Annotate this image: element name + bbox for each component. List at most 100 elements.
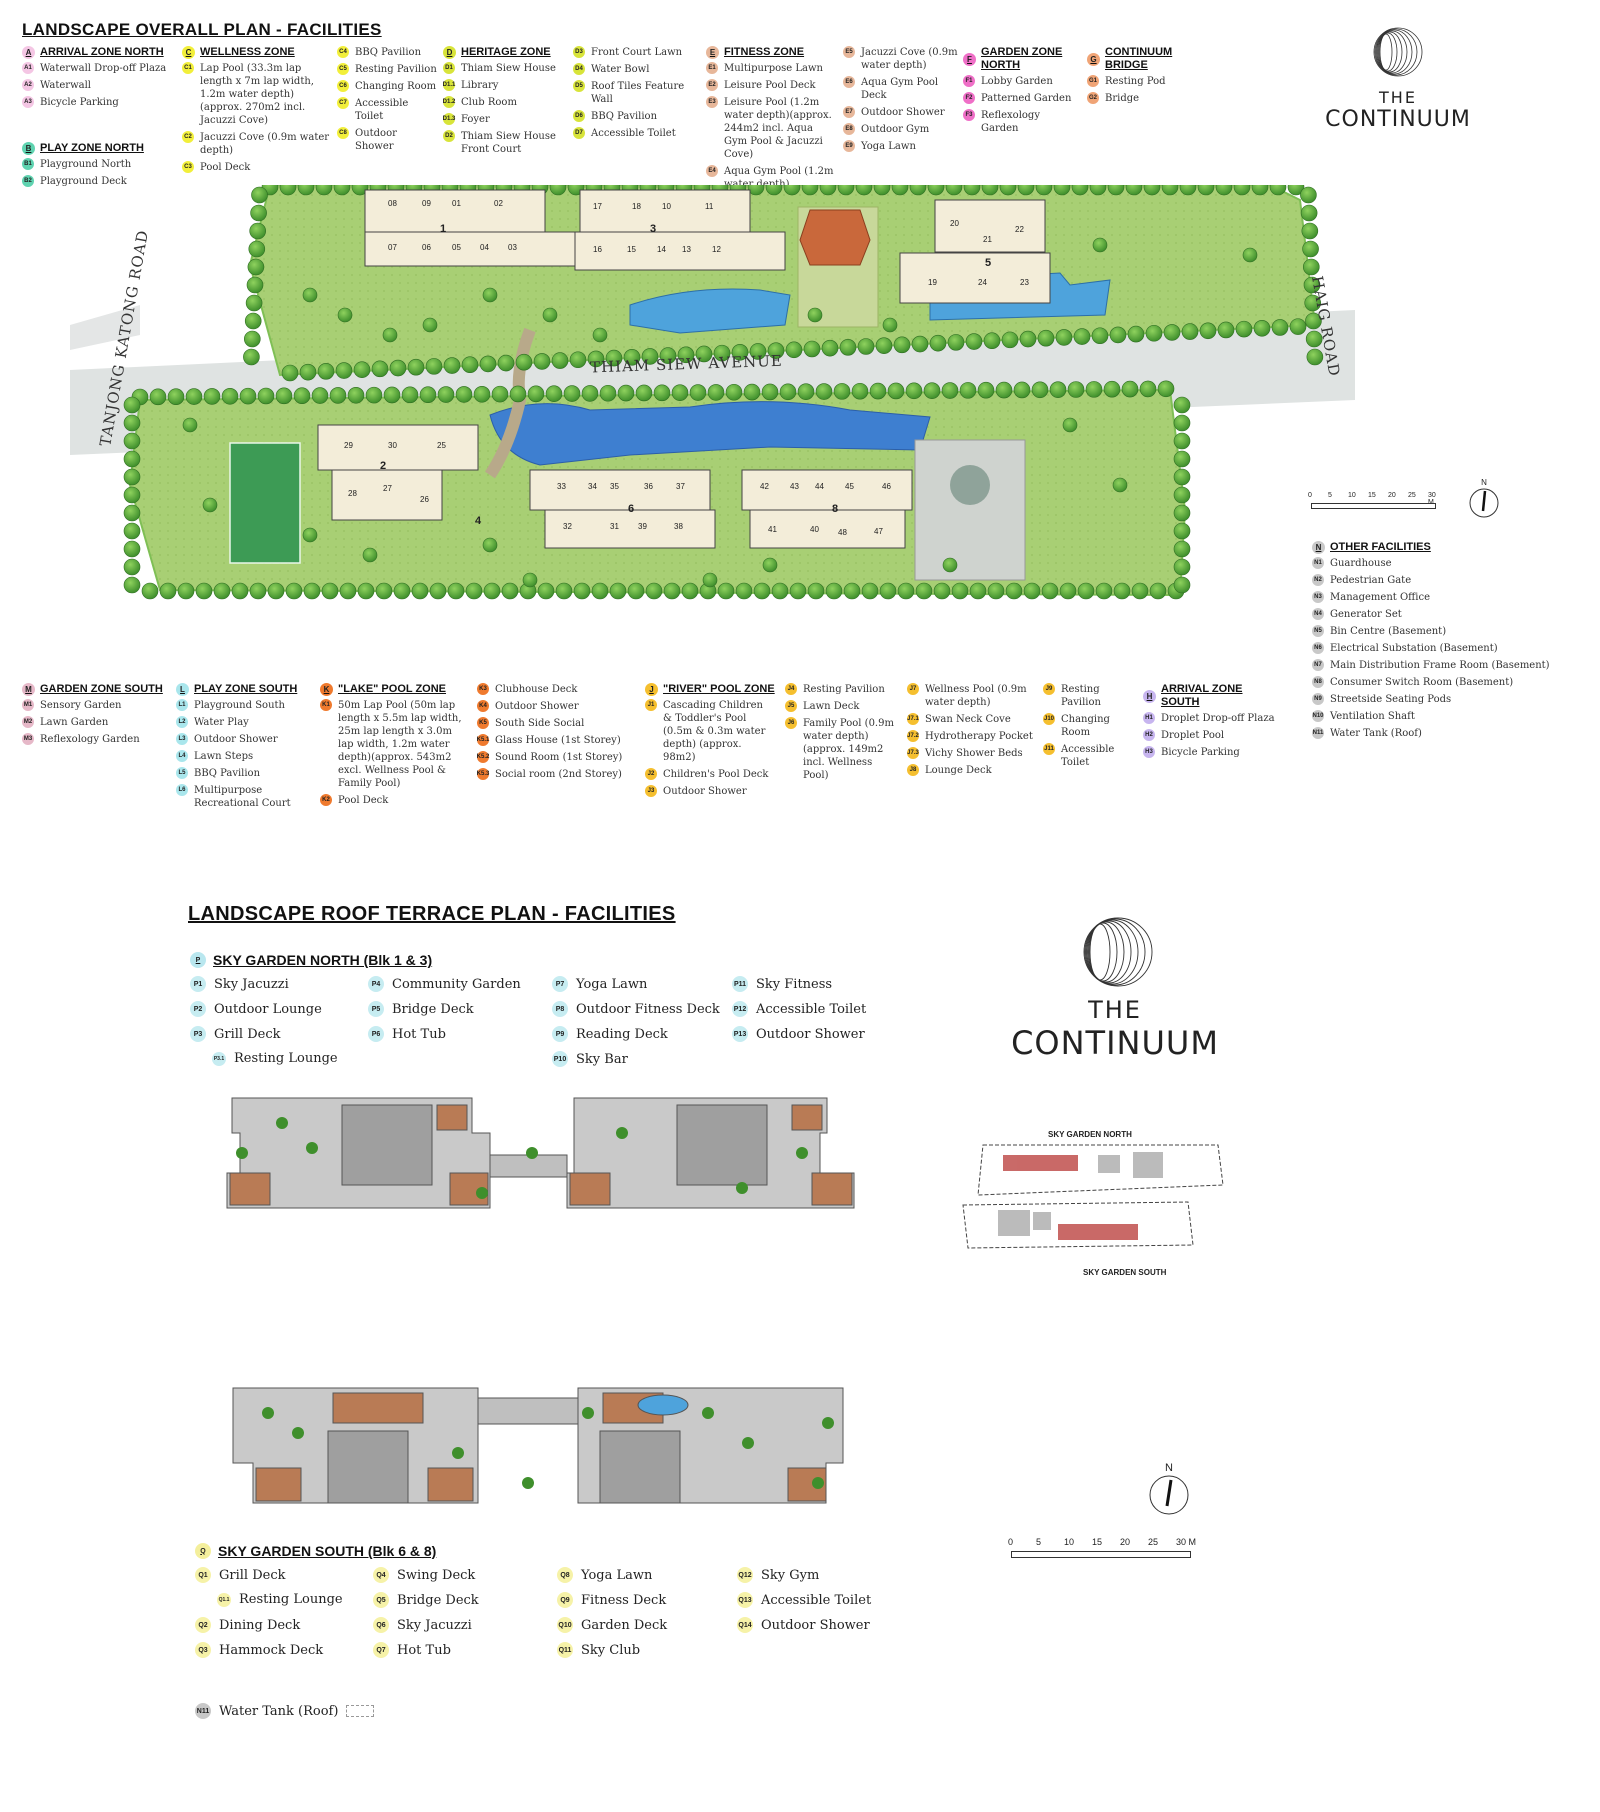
legend-label: Changing Room	[1061, 714, 1110, 738]
legend-label: Sound Room (1st Storey)	[495, 752, 623, 763]
scale-tick-label: 0	[1008, 1537, 1014, 1547]
sky-garden-south-title: SKY GARDEN SOUTH (Blk 6 & 8)	[218, 1543, 437, 1559]
roof-plan-south	[228, 1383, 848, 1511]
badge-c3: C3	[182, 161, 194, 173]
legend-label: Leisure Pool (1.2m water depth)(approx. …	[724, 97, 832, 160]
roof-item-label: Sky Bar	[576, 1051, 628, 1067]
badge-p11: P11	[732, 976, 748, 992]
zone-title: "LAKE" POOL ZONE	[338, 683, 447, 695]
brand-the: THE	[1379, 88, 1417, 107]
roof-item-label: Fitness Deck	[581, 1592, 667, 1608]
water-tank-legend: N11 Water Tank (Roof)	[195, 1703, 395, 1723]
sky-garden-north-title: SKY GARDEN NORTH (Blk 1 & 3)	[213, 952, 433, 968]
legend-label: Roof Tiles Feature Wall	[591, 81, 685, 105]
scale-tick-label: 10	[1064, 1537, 1075, 1547]
badge-k5: K5	[477, 717, 489, 729]
zone-badge-l: L	[176, 683, 189, 696]
legend-label: Reflexology Garden	[40, 734, 140, 745]
legend-label: Yoga Lawn	[861, 141, 916, 152]
unit-39: 39	[638, 522, 647, 531]
badge-d1: D1	[443, 62, 455, 74]
badge-p5: P5	[368, 1001, 384, 1017]
badge-j7-2: J7.2	[907, 730, 919, 742]
badge-c2: C2	[182, 131, 194, 143]
badge-m2: M2	[22, 716, 34, 728]
badge-l4: L4	[176, 750, 188, 762]
unit-33: 33	[557, 482, 566, 491]
unit-38: 38	[674, 522, 683, 531]
legend-label: BBQ Pavilion	[591, 111, 658, 122]
block-8-label: 8	[832, 503, 839, 515]
legend-item-e5: E5 Jacuzzi Cove (0.9m water depth)	[843, 46, 958, 72]
roof-item-label: Hot Tub	[392, 1026, 446, 1042]
scale-tick-label: 0	[1308, 492, 1312, 499]
roof-item-label: Yoga Lawn	[576, 976, 648, 992]
legend-label: Waterwall Drop-off Plaza	[40, 63, 167, 74]
legend-label: Jacuzzi Cove (0.9m water depth)	[861, 47, 958, 71]
zone-badge-j: J	[645, 683, 658, 696]
unit-31: 31	[610, 522, 619, 531]
legend-label: Children's Pool Deck	[663, 769, 769, 780]
legend-label: Thiam Siew House Front Court	[461, 131, 556, 155]
unit-35: 35	[610, 482, 619, 491]
block-4-label: 4	[475, 515, 482, 527]
badge-p3-1: P3.1	[212, 1051, 226, 1066]
unit-42: 42	[760, 482, 769, 491]
legend-label: Lap Pool (33.3m lap length x 7m lap widt…	[200, 63, 314, 126]
north-arrow-bottom: N	[1148, 1462, 1190, 1522]
badge-l1: L1	[176, 699, 188, 711]
legend-label: Thiam Siew House	[461, 63, 556, 74]
legend-label: Jacuzzi Cove (0.9m water depth)	[200, 132, 330, 156]
key-north-label: SKY GARDEN NORTH	[1048, 1130, 1132, 1139]
roof-item-label: Yoga Lawn	[581, 1567, 653, 1583]
badge-b2: B2	[22, 175, 34, 187]
legend-label: Water Tank (Roof)	[1330, 728, 1422, 739]
roof-item-label: Resting Lounge	[239, 1592, 343, 1607]
badge-p4: P4	[368, 976, 384, 992]
legend-label: Accessible Toilet	[1061, 744, 1115, 768]
legend-label: Lawn Garden	[40, 717, 109, 728]
scale-tick-label: 30 M	[1176, 1537, 1197, 1547]
legend-item-m2: M2 Lawn Garden	[22, 716, 172, 729]
legend-label: Resting Pavilion	[803, 684, 885, 695]
brand-continuum: CONTINUUM	[1011, 1024, 1219, 1062]
badge-n2: N2	[1312, 574, 1324, 586]
zone-title: PLAY ZONE NORTH	[40, 142, 144, 154]
roof-item-label: Sky Fitness	[756, 976, 833, 992]
roof-item-label: Sky Club	[581, 1642, 641, 1658]
roof-item-label: Sky Jacuzzi	[214, 976, 289, 992]
legend-label: Sensory Garden	[40, 700, 122, 711]
zone-badge-a: A	[22, 46, 35, 59]
badge-e5: E5	[843, 46, 855, 58]
legend-label: Outdoor Shower	[861, 107, 945, 118]
legend-label: Outdoor Shower	[663, 786, 747, 797]
badge-n10: N10	[1312, 710, 1324, 722]
unit-16: 16	[593, 245, 602, 254]
legend-label: 50m Lap Pool (50m lap length x 5.5m lap …	[338, 700, 462, 789]
legend-label: Multipurpose Lawn	[724, 63, 823, 74]
water-tank-label: Water Tank (Roof)	[219, 1703, 339, 1719]
zone-badge-f: F	[963, 52, 976, 66]
